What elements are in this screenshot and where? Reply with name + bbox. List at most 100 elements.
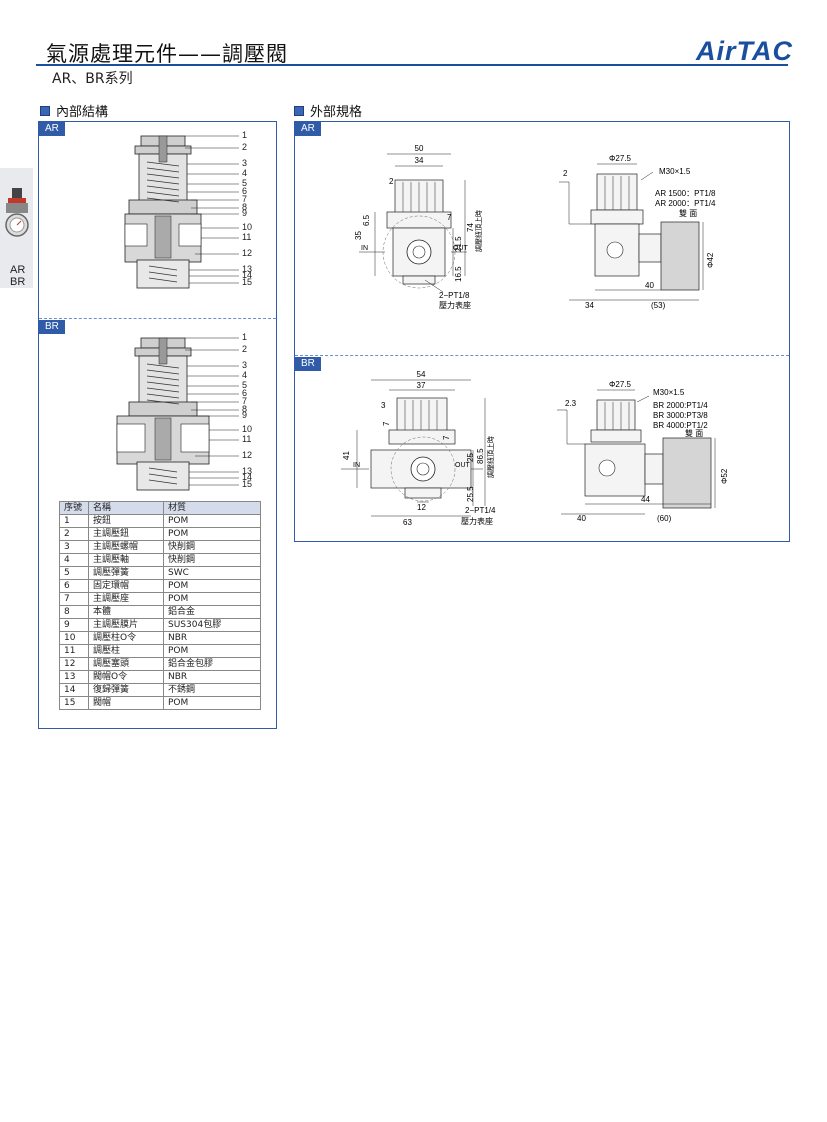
cell: 8 bbox=[59, 605, 89, 619]
callout: 8 bbox=[242, 404, 248, 414]
dim-label: 3 bbox=[381, 401, 386, 410]
cell: 閥帽 bbox=[88, 696, 164, 710]
callout: 2 bbox=[242, 142, 248, 152]
callout: 14 bbox=[242, 270, 253, 280]
callout: 3 bbox=[242, 360, 248, 370]
ar-side-view: Φ27.5 M30×1.5 AR 1500：PT1/8 AR 2000：PT1/… bbox=[559, 154, 716, 310]
callout: 5 bbox=[242, 380, 248, 390]
dim-label: 40 bbox=[645, 281, 654, 290]
double-note: 雙 面 bbox=[685, 428, 703, 438]
port-label-in: IN bbox=[353, 462, 360, 469]
port-label-in: IN bbox=[361, 245, 368, 252]
callout: 11 bbox=[242, 434, 252, 444]
external-heading-text: 外部規格 bbox=[310, 105, 363, 120]
dim-label: 16.5 bbox=[454, 266, 463, 282]
header-cell: 名稱 bbox=[88, 501, 164, 515]
internal-heading-text: 內部結構 bbox=[56, 105, 109, 120]
internal-divider bbox=[39, 318, 276, 319]
side-label-ar: AR bbox=[10, 264, 26, 276]
dim-label: 41 bbox=[342, 451, 351, 460]
cell: 閥帽O令 bbox=[88, 670, 164, 684]
internal-panel: AR BR 1 2 bbox=[38, 121, 277, 729]
dim-note: 調壓鈕頂上時 bbox=[474, 210, 483, 252]
cell: 主調壓鈕 bbox=[88, 527, 164, 541]
dim-label: 2 bbox=[389, 177, 394, 186]
internal-heading: 內部結構 bbox=[40, 101, 108, 120]
cell: 主調壓軸 bbox=[88, 553, 164, 567]
header-cell: 材質 bbox=[163, 501, 261, 515]
port-spec: 2−PT1/8 bbox=[439, 291, 470, 300]
dim-label: 2.3 bbox=[565, 399, 577, 408]
cell: 9 bbox=[59, 618, 89, 632]
cell: 13 bbox=[59, 670, 89, 684]
cell: 1 bbox=[59, 514, 89, 528]
external-divider bbox=[295, 355, 789, 356]
parts-table-header: 序號 名稱 材質 bbox=[59, 501, 261, 515]
callout: 14 bbox=[242, 472, 253, 482]
dim-label: 37 bbox=[417, 381, 426, 390]
cell: 2 bbox=[59, 527, 89, 541]
cell: 本體 bbox=[88, 605, 164, 619]
dim-label: 25.5 bbox=[466, 486, 475, 502]
br-cross-section bbox=[116, 337, 239, 491]
port-label-out: OUT bbox=[455, 462, 471, 469]
callout: 6 bbox=[242, 388, 248, 398]
dim-label: 7 bbox=[447, 213, 452, 222]
cell: 7 bbox=[59, 592, 89, 606]
cell: NBR bbox=[163, 670, 261, 684]
callout: 12 bbox=[242, 450, 253, 460]
dim-label: (60) bbox=[657, 514, 672, 523]
callout: 8 bbox=[242, 202, 248, 212]
dim-label: Φ27.5 bbox=[609, 154, 632, 163]
callout: 9 bbox=[242, 410, 248, 420]
cell: 調壓柱O令 bbox=[88, 631, 164, 645]
cell: 快削鋼 bbox=[163, 540, 261, 554]
dim-label: 44 bbox=[641, 495, 650, 504]
header-rule bbox=[36, 64, 788, 66]
bullet-icon bbox=[294, 105, 304, 116]
cell: 12 bbox=[59, 657, 89, 671]
br-side-view: Φ27.5 M30×1.5 BR 2000:PT1/4 BR 3000:PT3/… bbox=[557, 380, 729, 523]
ar-cross-section bbox=[124, 135, 239, 289]
callout: 12 bbox=[242, 248, 253, 258]
cell: 主調壓座 bbox=[88, 592, 164, 606]
dim-label: 7 bbox=[442, 435, 451, 440]
dim-note: 調壓鈕頂上時 bbox=[486, 436, 495, 478]
cell: 快削鋼 bbox=[163, 553, 261, 567]
callout: 6 bbox=[242, 186, 248, 196]
dim-label: 25 bbox=[466, 453, 475, 462]
product-photo bbox=[4, 188, 30, 240]
cell: 調壓彈簧 bbox=[88, 566, 164, 580]
callout: 4 bbox=[242, 370, 248, 380]
dim-label: 7 bbox=[382, 421, 391, 426]
callout: 9 bbox=[242, 208, 248, 218]
dim-label: 50 bbox=[415, 144, 424, 153]
cell: 鋁合金包膠 bbox=[163, 657, 261, 671]
dim-label: 2 bbox=[563, 169, 568, 178]
callout: 7 bbox=[242, 194, 248, 204]
cell: POM bbox=[163, 696, 261, 710]
br-front-view: 54 37 3 7 7 41 25 86.5 25.5 調壓鈕頂上時 IN OU… bbox=[341, 370, 496, 527]
side-label: AR BR bbox=[10, 264, 25, 288]
cell: 3 bbox=[59, 540, 89, 554]
callout: 1 bbox=[242, 332, 248, 342]
port-spec: BR 2000:PT1/4 bbox=[653, 401, 708, 410]
port-label-out: OUT bbox=[453, 245, 469, 252]
callout: 13 bbox=[242, 466, 253, 476]
callout: 4 bbox=[242, 168, 248, 178]
cell: 調壓塞頭 bbox=[88, 657, 164, 671]
port-spec: AR 2000：PT1/4 bbox=[655, 199, 716, 208]
callout: 15 bbox=[242, 479, 253, 489]
cell: 主調壓膜片 bbox=[88, 618, 164, 632]
cell: POM bbox=[163, 527, 261, 541]
port-spec: BR 3000:PT3/8 bbox=[653, 411, 708, 420]
